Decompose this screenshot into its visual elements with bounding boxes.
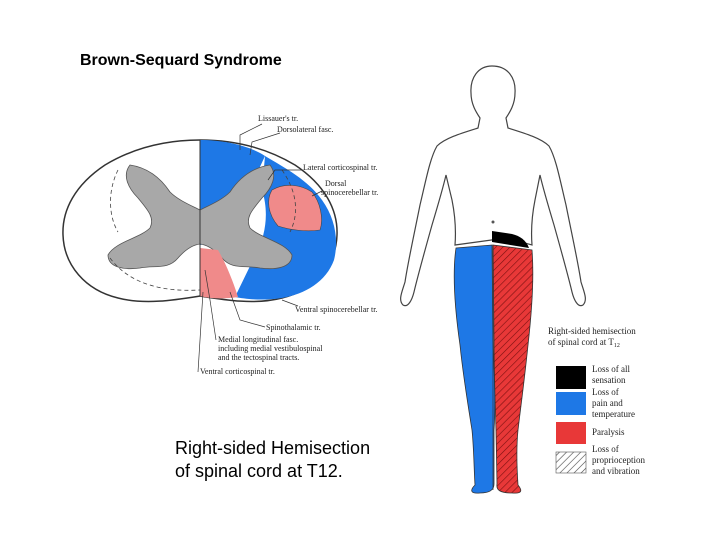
- label-lissauer: Lissauer's tr.: [258, 114, 298, 123]
- cord-leader-lines: [197, 123, 323, 373]
- legend-2-line1: Paralysis: [592, 427, 625, 437]
- legend: Loss of all sensation Loss of pain and t…: [555, 364, 645, 476]
- legend-swatch-proprioception: [555, 451, 587, 474]
- label-dorsolateral: Dorsolateral fasc.: [277, 125, 333, 134]
- legend-3-line3: and vibration: [592, 466, 640, 476]
- dashed-boundary-ventral: [109, 257, 201, 291]
- label-medial-longitudinal-2: including medial vestibulospinal: [218, 344, 323, 353]
- body-label-line1: Right-sided hemisection: [548, 326, 636, 336]
- caption-line2: of spinal cord at T12.: [175, 461, 343, 481]
- legend-swatch-all-sensation: [556, 366, 586, 389]
- human-figure: [400, 65, 586, 494]
- label-dorsal-spinocerebellar-1: Dorsal: [325, 179, 347, 188]
- legend-1-line1: Loss of: [592, 387, 619, 397]
- slide-title: Brown-Sequard Syndrome: [80, 52, 282, 69]
- dorsal-spinocerebellar-tract: [268, 185, 322, 232]
- legend-3-line2: proprioception: [592, 455, 645, 465]
- dashed-boundary-left: [110, 169, 119, 233]
- legend-1-line3: temperature: [592, 409, 635, 419]
- legend-3-line1: Loss of: [592, 444, 619, 454]
- spinal-cord-section: [62, 139, 338, 303]
- legend-1-line2: pain and: [592, 398, 623, 408]
- label-spinothalamic: Spinothalamic tr.: [266, 323, 321, 332]
- legend-swatch-paralysis: [556, 422, 586, 444]
- right-leg-paralysis: [492, 244, 534, 494]
- caption: Right-sided Hemisection of spinal cord a…: [175, 437, 370, 483]
- body-label-line2: of spinal cord at T12: [548, 337, 620, 349]
- navel: [491, 220, 495, 224]
- label-medial-longitudinal-1: Medial longitudinal fasc.: [218, 335, 298, 344]
- level-band-all-sensation-loss: [492, 231, 529, 248]
- caption-line1: Right-sided Hemisection: [175, 438, 371, 458]
- label-ventral-corticospinal: Ventral corticospinal tr.: [200, 367, 275, 376]
- label-lateral-corticospinal: Lateral corticospinal tr.: [303, 163, 377, 172]
- legend-0-line2: sensation: [592, 375, 626, 385]
- legend-0-line1: Loss of all: [592, 364, 630, 374]
- label-ventral-spinocerebellar: Ventral spinocerebellar tr.: [295, 305, 377, 314]
- label-medial-longitudinal-3: and the tectospinal tracts.: [218, 353, 299, 362]
- label-dorsal-spinocerebellar-2: spinocerebellar tr.: [321, 188, 378, 197]
- left-leg-pain-temperature-loss: [453, 244, 496, 494]
- ventral-corticospinal-tract: [200, 248, 238, 299]
- dashed-boundary-right: [281, 169, 296, 233]
- legend-swatch-pain-temperature: [556, 392, 586, 415]
